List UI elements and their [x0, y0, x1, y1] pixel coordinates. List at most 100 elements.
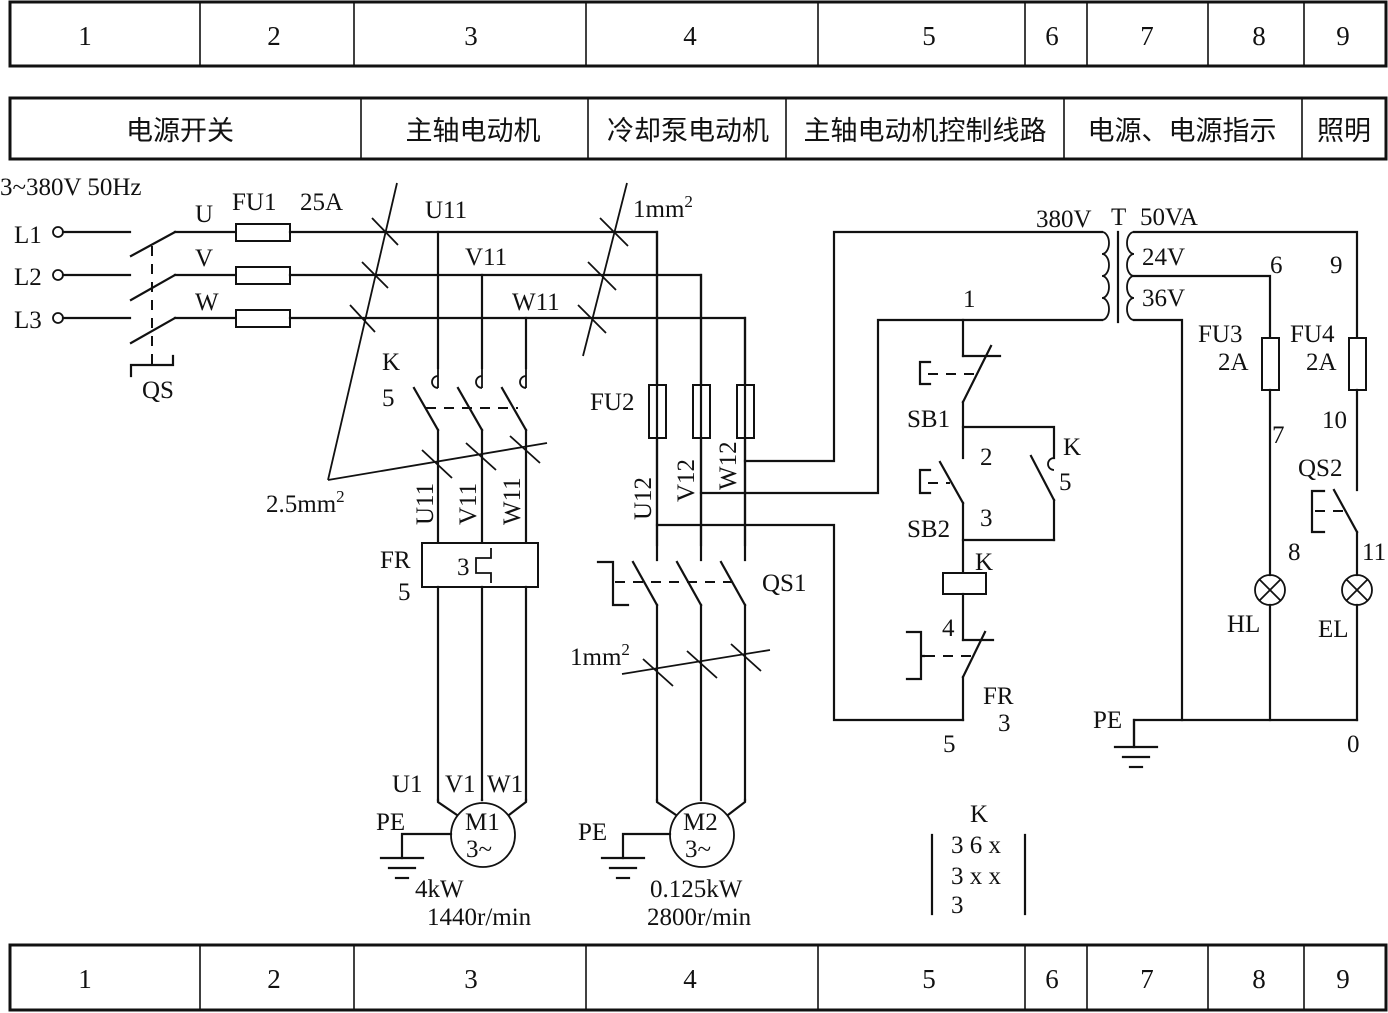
work-lamp-el-label: EL — [1318, 616, 1349, 643]
start-button-sb2-icon — [918, 460, 965, 505]
motor-m1-pe-label: PE — [376, 809, 405, 836]
overload-contact-fr-icon — [905, 630, 995, 681]
cross-section-m2-label: 1mm2 — [570, 640, 630, 671]
motor-m2-power: 0.125kW — [650, 876, 743, 903]
zone-1: 1 — [78, 21, 92, 51]
zone-8: 8 — [1252, 21, 1266, 51]
spindle-motor-branch: K 5 U11 V11 W11 3 FR 5 M1 3~ U1 V1 W1 PE — [376, 230, 541, 931]
motor-m1-label: M1 — [465, 809, 500, 836]
node-0-label: 0 — [1347, 731, 1360, 758]
motor-m1-ground-icon — [379, 832, 453, 880]
fuse-fu3-label: FU3 — [1198, 321, 1242, 348]
zone-9: 9 — [1336, 21, 1350, 51]
zone-5: 5 — [922, 21, 936, 51]
terminal-l2-icon — [52, 269, 64, 281]
zone-7: 7 — [1140, 21, 1154, 51]
function-coolant-pump-motor: 冷却泵电动机 — [607, 116, 769, 147]
switch-qs1-icon — [596, 560, 747, 607]
node-3-label: 3 — [980, 505, 993, 532]
function-frame — [8, 96, 1388, 161]
contact-table-row-1: 3 6 x — [951, 832, 1002, 859]
function-power-indicator: 电源、电源指示 — [1088, 116, 1277, 147]
motor-m2-pe-label: PE — [578, 819, 607, 846]
cross-section-marker-aux — [577, 182, 629, 357]
function-row: 电源开关 主轴电动机 冷却泵电动机 主轴电动机控制线路 电源、电源指示 照明 — [8, 96, 1388, 161]
fuse-fu4-icon — [1348, 337, 1367, 391]
motor-m2-phase: 3~ — [685, 836, 711, 863]
node-6-label: 6 — [1270, 252, 1283, 279]
function-spindle-control: 主轴电动机控制线路 — [804, 116, 1047, 147]
bottom-zone-5: 5 — [922, 964, 936, 994]
contactor-k-main-contacts-icon — [412, 368, 528, 432]
indicator-lamp-hl-label: HL — [1227, 611, 1260, 638]
fuse-fu4-label: FU4 — [1290, 321, 1335, 348]
fuse-fu4-rating: 2A — [1306, 349, 1337, 376]
motor-m2-ground-icon — [600, 832, 672, 880]
overload-relay-label: FR — [380, 547, 411, 574]
node-9-label: 9 — [1330, 252, 1343, 279]
cross-section-aux-label: 1mm2 — [633, 192, 693, 223]
line-l1-label: L1 — [14, 222, 42, 249]
transformer-t-icon — [1101, 230, 1135, 324]
bottom-zone-2: 2 — [267, 964, 281, 994]
indicator-lamp-hl-icon — [1254, 574, 1286, 606]
phase-w-label: W — [195, 289, 219, 316]
overload-relay-elements: 3 — [457, 554, 470, 581]
fuse-fu2-label: FU2 — [590, 389, 634, 416]
node-10-label: 10 — [1322, 407, 1347, 434]
zone-2: 2 — [267, 21, 281, 51]
wire-w11-label: W11 — [512, 289, 560, 316]
wire-u11-label: U11 — [425, 197, 467, 224]
motor-m1-terminal-w1: W1 — [487, 771, 523, 798]
indicator-lighting-circuit: 6 9 FU3 2A FU4 2A 7 10 QS2 8 11 HL — [1093, 230, 1386, 769]
control-circuit: 380V T 50VA 24V 36V 1 SB1 2 K 5 — [655, 204, 1198, 758]
motor-m2-label: M2 — [683, 809, 718, 836]
bottom-zone-4: 4 — [683, 964, 697, 994]
node-1-label: 1 — [963, 286, 976, 313]
zone-4: 4 — [683, 21, 697, 51]
contactor-k-ref: 5 — [382, 385, 395, 412]
switch-qs1-label: QS1 — [762, 570, 806, 597]
switch-qs2-label: QS2 — [1298, 455, 1342, 482]
bottom-zone-frame — [8, 943, 1388, 1012]
wire-u12-label: U12 — [630, 477, 657, 520]
wire-v11-vertical-label: V11 — [455, 483, 482, 525]
bottom-zone-7: 7 — [1140, 964, 1154, 994]
top-zone-row: 1 2 3 4 5 6 7 8 9 — [8, 0, 1388, 68]
stop-button-sb1-label: SB1 — [907, 406, 950, 433]
transformer-primary-voltage: 380V — [1036, 206, 1092, 233]
start-button-sb2-label: SB2 — [907, 516, 950, 543]
transformer-label: T — [1111, 204, 1126, 231]
overload-relay-fr-icon — [421, 542, 539, 588]
function-power-switch: 电源开关 — [126, 116, 234, 147]
coil-k-icon — [942, 572, 987, 595]
node-8-label: 8 — [1288, 539, 1301, 566]
bottom-zone-9: 9 — [1336, 964, 1350, 994]
node-5-label: 5 — [943, 731, 956, 758]
motor-m1-terminal-u1: U1 — [392, 771, 423, 798]
bottom-zone-8: 8 — [1252, 964, 1266, 994]
ground-pe-label: PE — [1093, 707, 1122, 734]
phase-v-label: V — [195, 245, 213, 272]
terminal-l1-icon — [52, 226, 64, 238]
motor-m1-power: 4kW — [415, 876, 464, 903]
fuse-fu1-rating: 25A — [300, 189, 343, 216]
motor-m1-terminal-v1: V1 — [445, 771, 476, 798]
contactor-k-label: K — [382, 349, 400, 376]
coolant-pump-branch: FU2 U12 V12 W12 QS1 1mm2 M2 3~ PE — [570, 230, 806, 931]
coil-k-label: K — [975, 549, 993, 576]
stop-button-sb1-icon — [918, 344, 1002, 404]
transformer-24v: 24V — [1142, 244, 1185, 271]
switch-qs-icon — [129, 230, 177, 378]
fuse-fu3-rating: 2A — [1218, 349, 1249, 376]
node-4-label: 4 — [942, 615, 955, 642]
fuse-fu3-icon — [1261, 337, 1280, 391]
work-lamp-el-icon — [1341, 574, 1373, 606]
motor-m2-speed: 2800r/min — [647, 904, 752, 931]
overload-contact-fr-label: FR — [983, 683, 1014, 710]
zone-6: 6 — [1045, 21, 1059, 51]
cross-section-main-label: 2.5mm2 — [266, 487, 345, 518]
contact-table-row-2: 3 x x — [951, 863, 1002, 890]
line-l3-label: L3 — [14, 307, 42, 334]
